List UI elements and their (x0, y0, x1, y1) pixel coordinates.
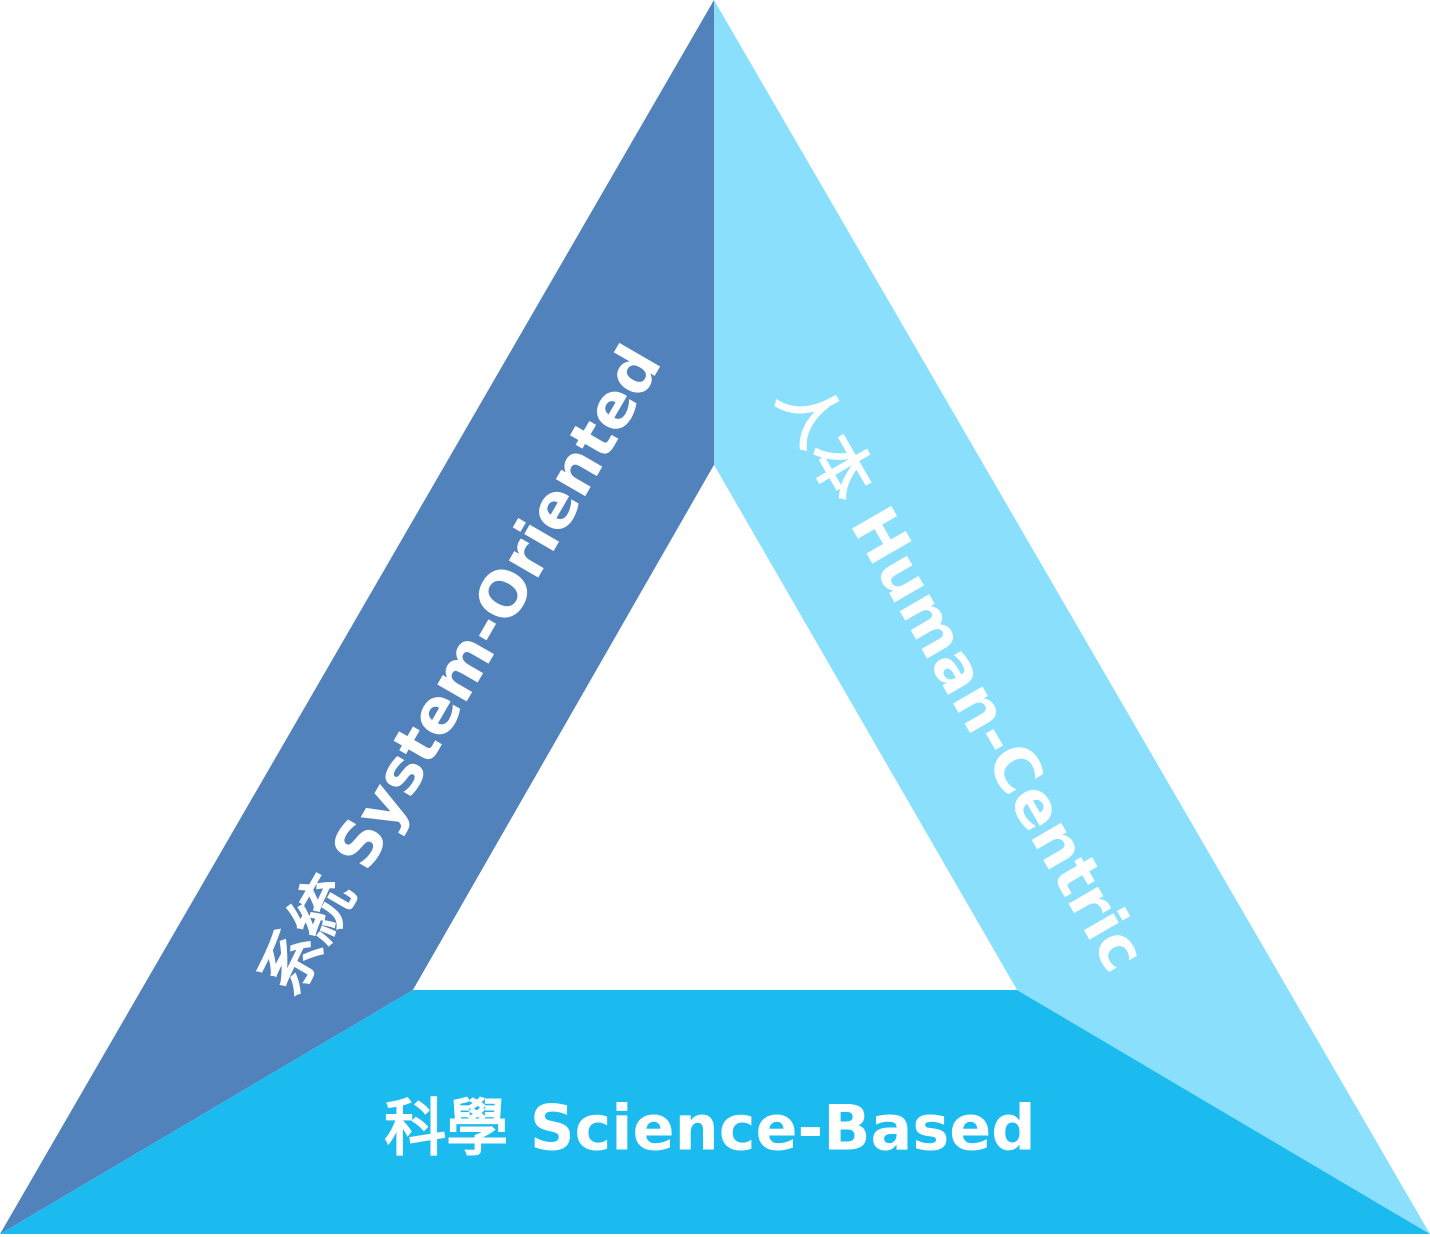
inner-triangle (413, 465, 1017, 990)
side-left-system-oriented (0, 0, 714, 1234)
label-science-based: 科學 Science-Based (384, 1092, 1035, 1165)
side-bottom-science-based (0, 990, 1430, 1234)
side-right-human-centric (714, 0, 1430, 1234)
